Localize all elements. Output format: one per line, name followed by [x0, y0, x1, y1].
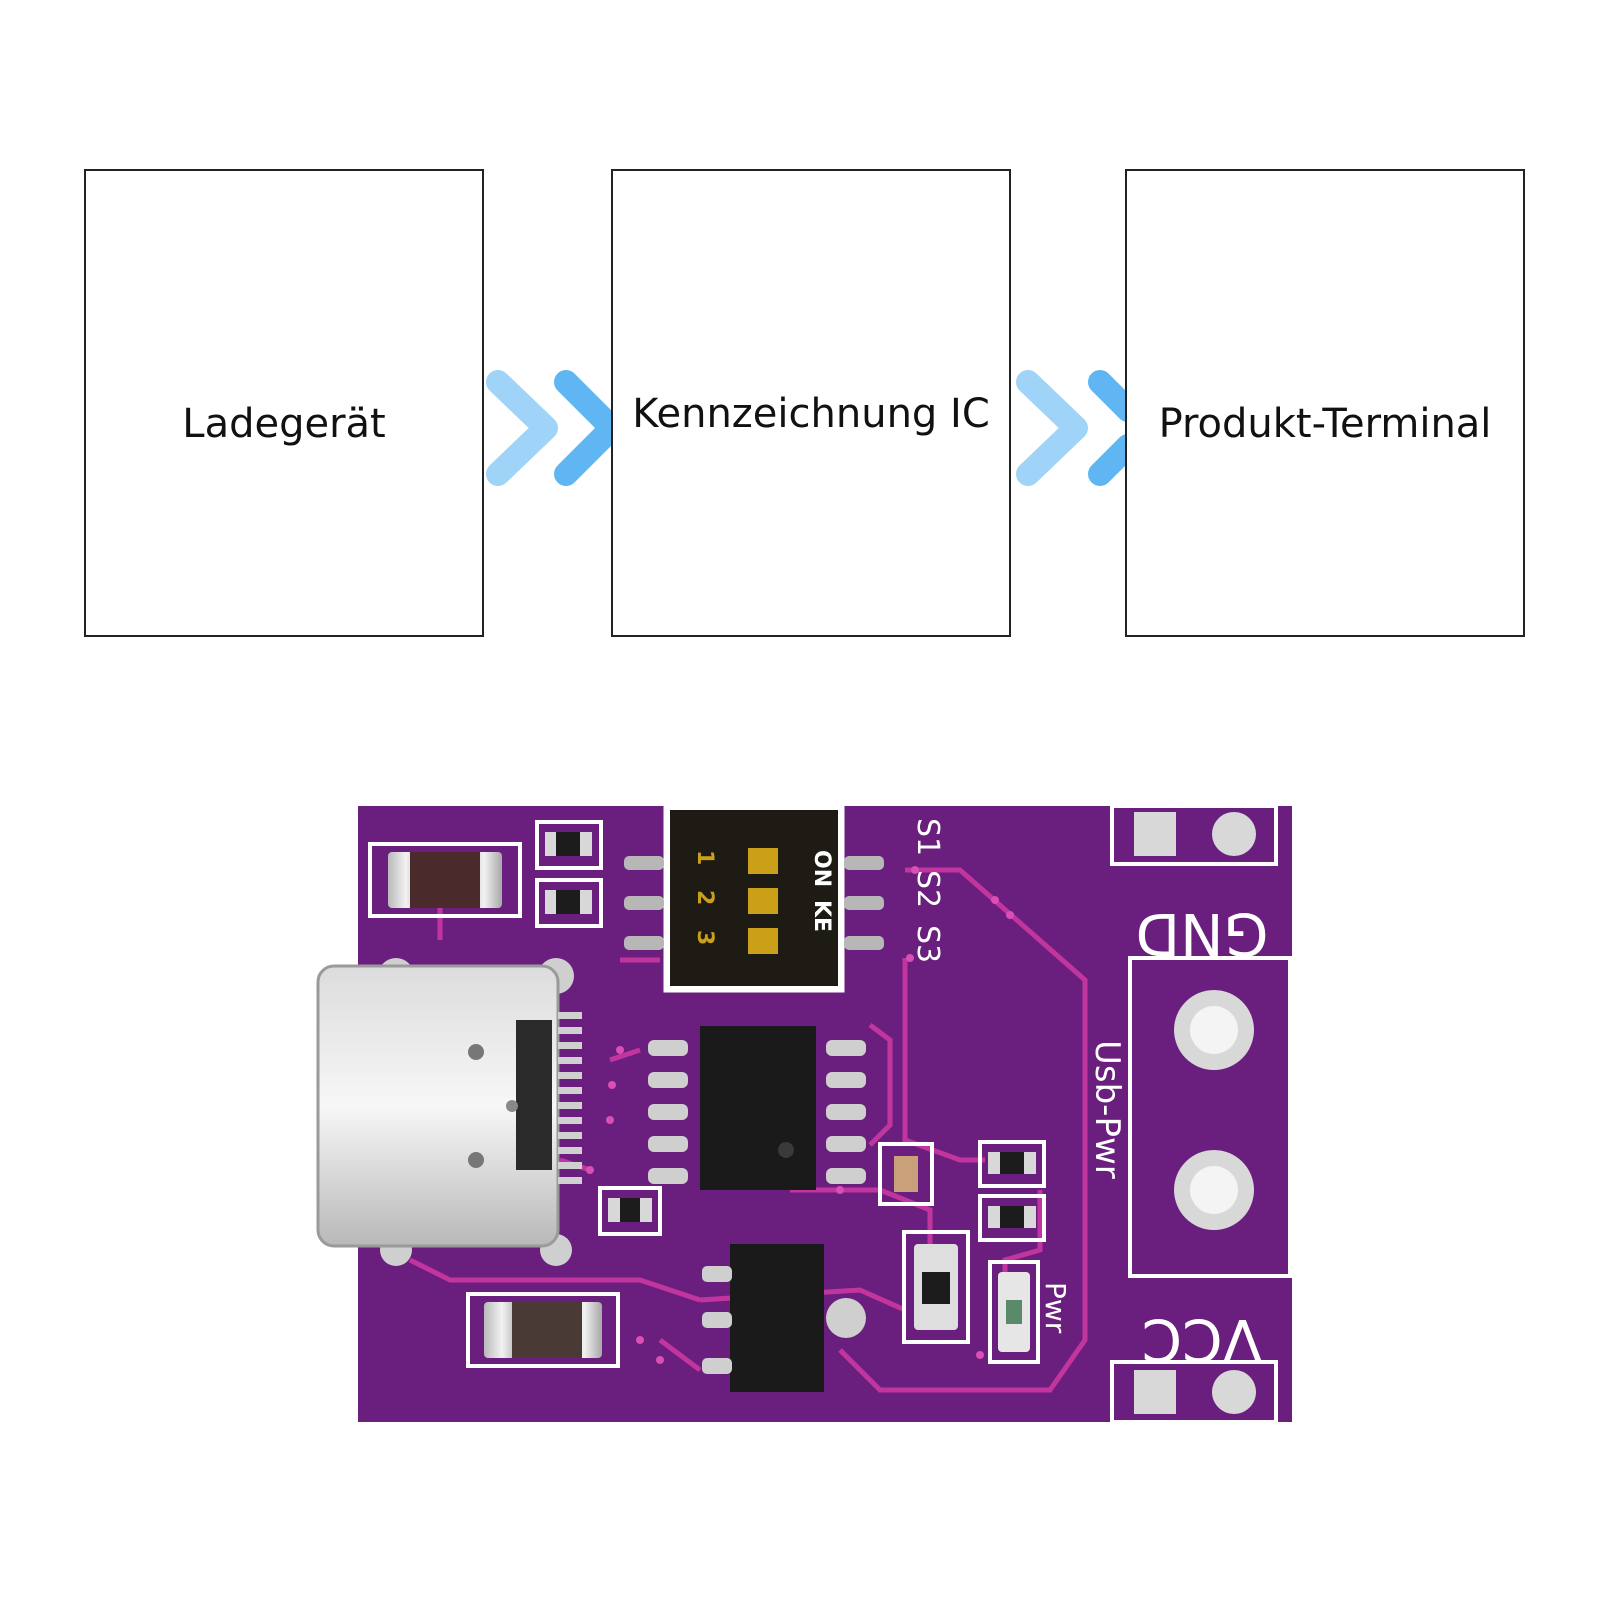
resistor-r4	[978, 1140, 1046, 1188]
pin-header-gnd	[1110, 804, 1278, 866]
step-box-charger: Ladegerät	[84, 169, 484, 637]
resistor-r1	[535, 820, 603, 870]
step-label-ic: Kennzeichnung IC	[632, 391, 990, 437]
usb-c-connector	[316, 958, 582, 1266]
switch-ref-labels: S1 S2 S3	[910, 818, 945, 963]
capacitor-c3	[878, 1142, 934, 1206]
step-box-ic: Kennzeichnung IC	[611, 169, 1011, 637]
capacitor-c1	[368, 842, 522, 918]
pin-header-vcc	[1110, 1360, 1278, 1424]
resistor-r2	[535, 878, 603, 928]
switch-ref-s3: S3	[910, 925, 945, 963]
voltage-regulator	[702, 1244, 866, 1392]
resistor-r5	[978, 1194, 1046, 1242]
pcb-vias	[586, 866, 1014, 1364]
vcc-label: VCC	[1142, 1306, 1263, 1374]
dip-switch-1-label: 1	[692, 850, 717, 865]
pwr-label: Pwr	[1039, 1282, 1072, 1334]
dip-switch: ON KE 1 2 3	[624, 805, 884, 993]
usb-pwr-label: Usb-Pwr	[1087, 1040, 1127, 1179]
switch-ref-s2: S2	[910, 870, 945, 908]
resistor-r3	[598, 1186, 662, 1236]
step-box-terminal: Produkt-Terminal	[1125, 169, 1525, 637]
switch-ref-s1: S1	[910, 818, 945, 856]
terminal-pads	[1128, 956, 1292, 1278]
dip-switch-3-label: 3	[692, 930, 717, 945]
step-label-charger: Ladegerät	[182, 401, 386, 447]
step-label-terminal: Produkt-Terminal	[1158, 401, 1492, 447]
dip-switch-on-label: ON	[809, 850, 834, 887]
dip-switch-2-label: 2	[692, 890, 717, 905]
dip-switch-ke-label: KE	[809, 900, 834, 932]
resistor-r6	[902, 1230, 970, 1344]
main-ic	[648, 1026, 866, 1190]
gnd-label: GND	[1136, 900, 1269, 968]
led-pwr	[988, 1260, 1040, 1364]
capacitor-c2	[466, 1292, 620, 1368]
